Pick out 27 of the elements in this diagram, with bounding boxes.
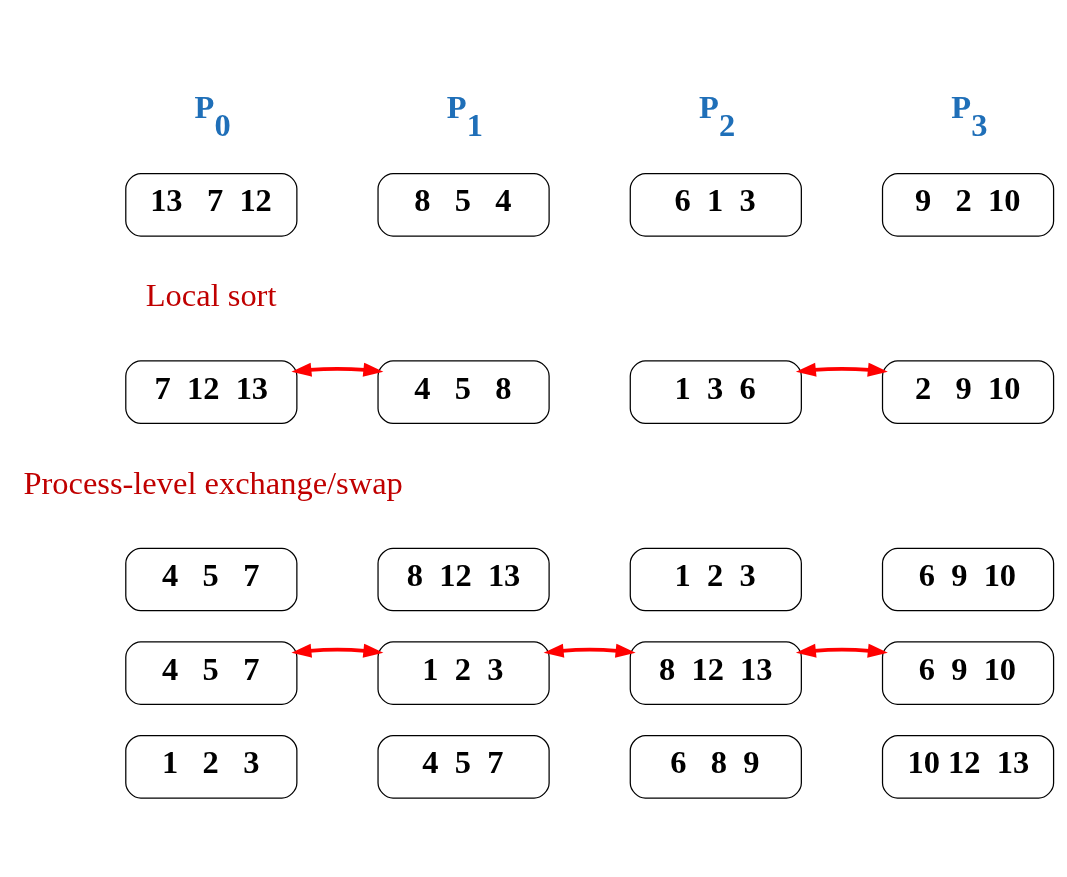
node-box: 8 12 13: [377, 547, 550, 611]
node-box: 6 8 9: [629, 734, 802, 799]
node-box: 4 5 7: [125, 547, 298, 611]
node-box: 6 9 10: [881, 547, 1055, 611]
node-box: 1 3 6: [629, 359, 802, 424]
node-box: 7 12 13: [125, 359, 298, 424]
node-box: 4 5 7: [377, 734, 550, 799]
node-box: 2 9 10: [881, 359, 1055, 424]
node-box: 1 2 3: [629, 547, 802, 611]
node-box: 6 1 3: [629, 172, 802, 237]
arrow: [291, 643, 384, 658]
node-box: 13 7 12: [125, 172, 298, 237]
arrow: [291, 362, 384, 377]
arrow: [543, 643, 636, 658]
node-box: 1 2 3: [377, 640, 550, 705]
node-box: 4 5 7: [125, 640, 298, 705]
node-box: 8 5 4: [377, 172, 550, 237]
arrow: [795, 362, 888, 377]
label: Local sort: [145, 276, 277, 313]
label: Process-level exchange/swap: [23, 464, 403, 501]
arrow: [795, 643, 888, 658]
node-box: 6 9 10: [881, 640, 1055, 705]
node-box: 4 5 8: [377, 359, 550, 424]
node-box: 1 2 3: [125, 734, 298, 799]
node-box: 10 12 13: [881, 734, 1055, 799]
node-box: 9 2 10: [881, 172, 1055, 237]
node-box: 8 12 13: [629, 640, 802, 705]
